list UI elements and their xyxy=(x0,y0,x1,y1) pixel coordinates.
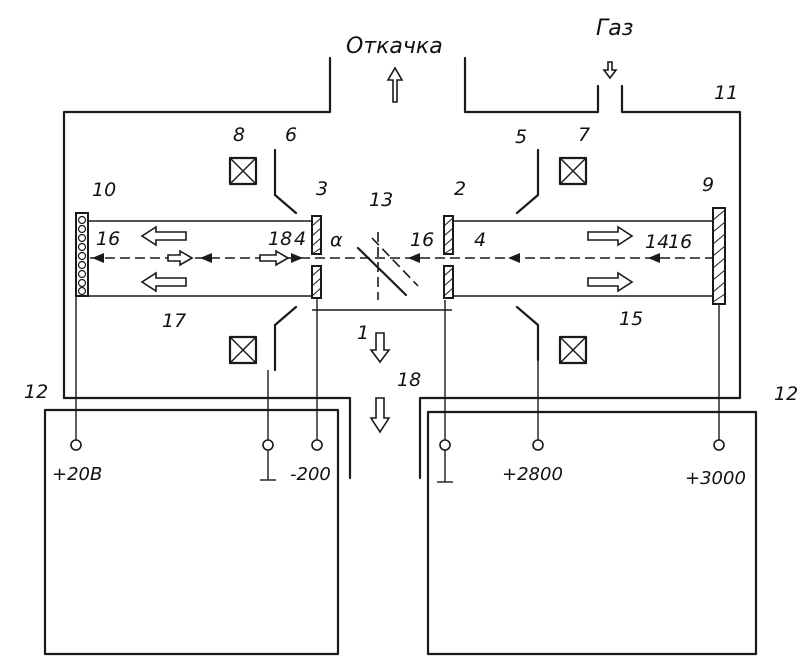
label-18-lower: 18 xyxy=(397,369,421,391)
label-6: 6 xyxy=(285,124,297,146)
terminals xyxy=(71,440,724,450)
power-supply-right xyxy=(428,412,756,654)
deflector-plates xyxy=(275,150,538,370)
label-4-left: 4 xyxy=(294,228,306,250)
label-10: 10 xyxy=(92,179,116,201)
voltage-plus-20v: +20В xyxy=(52,464,102,485)
electrode-3 xyxy=(312,216,321,298)
label-alpha: α xyxy=(330,229,343,251)
label-7: 7 xyxy=(578,124,590,146)
electrode-9 xyxy=(713,208,725,304)
label-12-left: 12 xyxy=(24,381,48,403)
electrode-10-collector xyxy=(76,213,88,296)
label-14: 14 xyxy=(645,231,669,253)
voltage-plus-3000: +3000 xyxy=(685,468,746,489)
voltage-plus-2800: +2800 xyxy=(502,464,563,485)
chamber-outline xyxy=(64,58,740,478)
label-1: 1 xyxy=(357,322,369,344)
label-16-center: 16 xyxy=(410,229,434,251)
label-4-right: 4 xyxy=(474,229,486,251)
label-8: 8 xyxy=(233,124,245,146)
label-13: 13 xyxy=(369,189,393,211)
label-11: 11 xyxy=(714,82,738,104)
label-16-left: 16 xyxy=(96,228,120,250)
ground-symbols xyxy=(260,450,453,482)
label-12-right: 12 xyxy=(774,383,798,405)
label-18-upper: 18 xyxy=(268,228,292,250)
label-5: 5 xyxy=(515,126,527,148)
label-15: 15 xyxy=(619,308,643,330)
voltage-minus-200: -200 xyxy=(290,464,331,485)
label-2: 2 xyxy=(454,178,466,200)
hollow-arrows xyxy=(142,62,632,432)
target-13 xyxy=(358,232,418,300)
label-3: 3 xyxy=(316,178,328,200)
electrode-2 xyxy=(444,216,453,298)
power-supply-left xyxy=(45,410,338,654)
label-9: 9 xyxy=(702,174,714,196)
label-17: 17 xyxy=(162,310,186,332)
label-16-right: 16 xyxy=(668,231,692,253)
label-pumping: Откачка xyxy=(346,34,443,59)
label-gas: Газ xyxy=(596,16,633,41)
